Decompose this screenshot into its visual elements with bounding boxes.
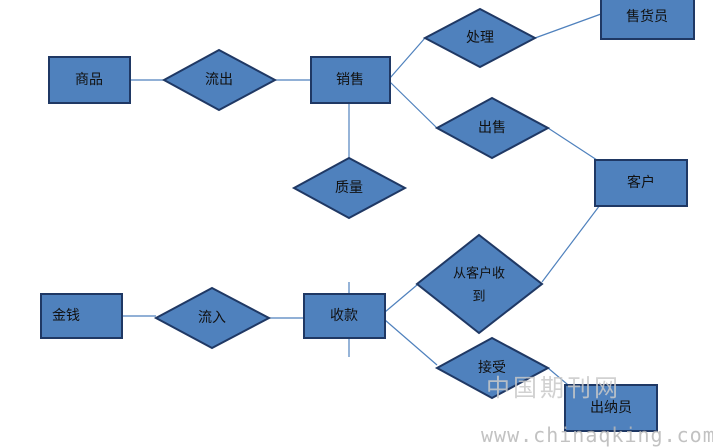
relationship-handle: 处理	[422, 7, 538, 69]
relationship-receive-from-customer: 从客户收 到	[415, 233, 544, 335]
relationship-flow-out-label: 流出	[205, 72, 233, 88]
entity-customer: 客户	[594, 159, 688, 207]
relationship-sell-label: 出售	[478, 120, 506, 136]
entity-money: 金钱	[40, 293, 123, 339]
entity-cashier-label: 出纳员	[590, 400, 632, 416]
entity-salesperson-label: 售货员	[626, 8, 668, 25]
line-sales-handle	[389, 37, 426, 79]
relationship-accept: 接受	[434, 336, 551, 400]
relationship-sell: 出售	[434, 96, 551, 160]
entity-sales: 销售	[310, 56, 391, 104]
entity-goods: 商品	[48, 56, 131, 104]
relationship-accept-label: 接受	[478, 359, 506, 376]
entity-cashier: 出纳员	[564, 384, 658, 432]
relationship-quality: 质量	[291, 156, 408, 220]
line-receive-customer	[541, 204, 601, 283]
entity-goods-label: 商品	[75, 72, 103, 88]
relationship-flow-out: 流出	[161, 48, 278, 112]
line-sell-customer	[547, 127, 601, 163]
relationship-quality-label: 质量	[335, 180, 363, 196]
line-payment-receive	[384, 284, 418, 313]
relationship-receive-label-line2: 到	[472, 290, 485, 305]
relationship-flow-in: 流入	[153, 286, 272, 350]
entity-payment-label: 收款	[330, 308, 358, 324]
line-handle-salesperson	[534, 13, 602, 39]
watermark-url: www.chinaqking.com	[481, 423, 713, 447]
line-sales-sell	[389, 81, 438, 129]
relationship-handle-label: 处理	[466, 30, 494, 46]
relationship-flow-in-label: 流入	[198, 310, 226, 326]
entity-sales-label: 销售	[336, 72, 364, 88]
line-payment-accept	[384, 319, 438, 366]
watermark-chinese: 中国期刊网	[486, 374, 621, 402]
watermark: 中国期刊网 www.chinaqking.com	[481, 374, 713, 447]
relationship-receive-label-line1: 从客户收	[453, 266, 505, 282]
entity-payment: 收款	[303, 293, 386, 339]
entity-money-label: 金钱	[52, 308, 80, 324]
entity-salesperson: 售货员	[600, 0, 695, 40]
entity-customer-label: 客户	[627, 174, 655, 191]
